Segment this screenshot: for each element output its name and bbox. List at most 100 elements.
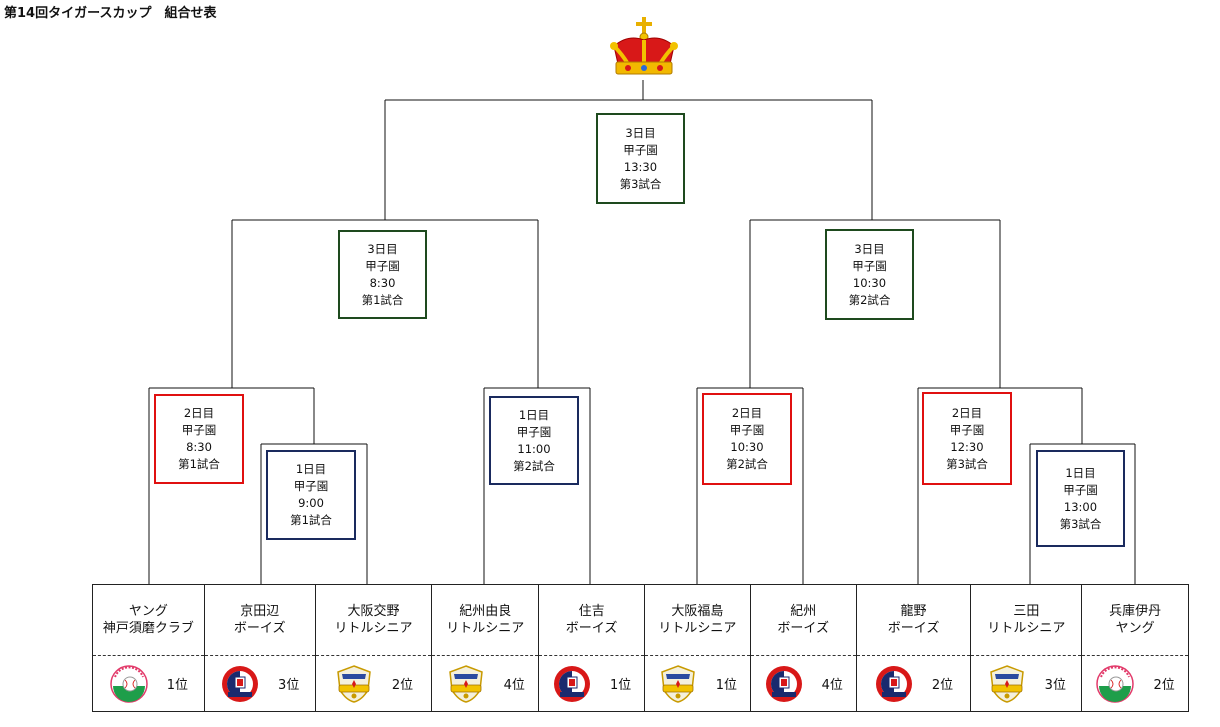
match-box-semifinal-right: 3日目 甲子園 10:30 第2試合: [825, 229, 914, 320]
match-game: 第2試合: [726, 457, 768, 471]
match-time: 10:30: [852, 275, 887, 290]
match-box-first-round-1: 1日目 甲子園 9:00 第1試合: [266, 450, 356, 540]
match-day: 3日目: [854, 241, 885, 256]
team-bottom: 1位: [539, 656, 644, 711]
match-game: 第3試合: [1059, 516, 1102, 531]
team-name-line1: 兵庫伊丹: [1109, 604, 1162, 619]
match-venue: 甲子園: [516, 424, 552, 439]
match-box-quarterfinal-2: 1日目 甲子園 11:00 第2試合: [489, 396, 579, 485]
team-divider: [432, 655, 539, 656]
match-venue: 甲子園: [852, 258, 887, 273]
team-name-line2: リトルシニア: [334, 621, 413, 636]
team-bottom: 3位: [971, 656, 1081, 711]
match-day: 1日目: [295, 462, 327, 476]
team-bottom: 2位: [857, 656, 971, 711]
team-cell: 大阪交野リトルシニア 2位: [314, 585, 432, 711]
team-name-line2: ボーイズ: [777, 621, 830, 636]
match-venue: 甲子園: [365, 258, 400, 273]
match-venue: 甲子園: [729, 423, 765, 437]
match-time: 11:00: [517, 441, 551, 456]
little-senior-logo-icon: [658, 664, 716, 704]
team-rank: 2位: [931, 678, 954, 693]
match-game: 第3試合: [946, 456, 988, 471]
team-name-line1: 龍野: [900, 604, 927, 619]
match-day: 2日目: [183, 406, 215, 420]
team-rank: 4位: [503, 678, 525, 693]
boys-league-logo-icon: [552, 664, 610, 704]
team-cell: 紀州由良リトルシニア 4位: [431, 585, 539, 711]
team-bottom: 4位: [432, 656, 538, 711]
team-name-line1: 紀州由良: [459, 604, 512, 619]
match-day: 3日目: [625, 125, 656, 140]
team-bottom: 2位: [316, 656, 432, 711]
match-venue: 甲子園: [623, 142, 658, 157]
young-league-logo-icon: [109, 664, 167, 704]
team-name: 京田辺ボーイズ: [205, 585, 315, 655]
match-time: 13:00: [1063, 499, 1098, 514]
match-box-final: 3日目 甲子園 13:30 第3試合: [596, 113, 685, 204]
team-name: 兵庫伊丹ヤング: [1082, 585, 1188, 655]
team-cell: 紀州ボーイズ 4位: [749, 585, 856, 711]
match-day: 1日目: [1065, 465, 1096, 480]
team-name-line2: ボーイズ: [565, 621, 618, 636]
team-name-line2: リトルシニア: [658, 621, 737, 636]
boys-league-logo-icon: [764, 664, 822, 704]
match-time: 8:30: [186, 440, 212, 454]
match-game: 第3試合: [619, 176, 662, 191]
team-name-line1: 紀州: [790, 604, 817, 619]
match-box-first-round-2: 1日目 甲子園 13:00 第3試合: [1036, 450, 1125, 547]
match-time: 10:30: [730, 440, 764, 454]
match-time: 13:30: [623, 159, 658, 174]
little-senior-logo-icon: [334, 664, 392, 704]
team-name-line1: 大阪交野: [347, 604, 400, 619]
team-bottom: 1位: [93, 656, 204, 711]
team-name: 龍野ボーイズ: [857, 585, 971, 655]
team-name: 大阪福島リトルシニア: [645, 585, 750, 655]
team-divider: [750, 655, 856, 656]
team-name-line2: リトルシニア: [446, 621, 525, 636]
team-bottom: 3位: [205, 656, 315, 711]
team-name-line2: ボーイズ: [887, 621, 940, 636]
match-game: 第1試合: [178, 457, 220, 471]
match-venue: 甲子園: [949, 422, 985, 437]
team-name: 三田リトルシニア: [971, 585, 1081, 655]
team-bottom: 2位: [1082, 656, 1188, 711]
team-name: ヤング神戸須磨クラブ: [93, 585, 204, 655]
match-venue: 甲子園: [1063, 482, 1098, 497]
team-divider: [856, 655, 971, 656]
team-cell: 京田辺ボーイズ 3位: [203, 585, 315, 711]
team-cell: 龍野ボーイズ 2位: [855, 585, 971, 711]
team-rank: 3位: [1044, 678, 1066, 693]
team-divider: [1082, 655, 1189, 656]
team-divider: [315, 655, 432, 656]
team-rank: 3位: [278, 678, 300, 693]
team-divider: [204, 655, 315, 656]
team-rank: 4位: [821, 678, 843, 693]
match-day: 3日目: [367, 241, 398, 256]
match-time: 8:30: [369, 275, 396, 290]
team-bottom: 4位: [751, 656, 856, 711]
team-name-line1: 大阪福島: [671, 604, 724, 619]
team-cell: 住吉ボーイズ 1位: [538, 585, 644, 711]
team-name-line1: 京田辺: [240, 604, 280, 619]
little-senior-logo-icon: [987, 664, 1045, 704]
team-divider: [645, 655, 750, 656]
match-day: 1日目: [518, 407, 550, 422]
boys-league-logo-icon: [220, 664, 278, 704]
page-title: 第14回タイガースカップ 組合せ表: [4, 6, 217, 21]
little-senior-logo-icon: [446, 664, 504, 704]
team-name: 住吉ボーイズ: [539, 585, 644, 655]
team-rank: 2位: [1153, 678, 1175, 693]
team-rank: 1位: [609, 678, 632, 693]
team-divider: [971, 655, 1082, 656]
boys-league-logo-icon: [874, 664, 932, 704]
match-box-semifinal-left: 3日目 甲子園 8:30 第1試合: [338, 230, 427, 319]
match-box-quarterfinal-1: 2日目 甲子園 8:30 第1試合: [154, 394, 244, 484]
team-name-line2: 神戸須磨クラブ: [102, 621, 194, 636]
team-name-line1: 住吉: [578, 604, 605, 619]
team-divider: [539, 655, 644, 656]
